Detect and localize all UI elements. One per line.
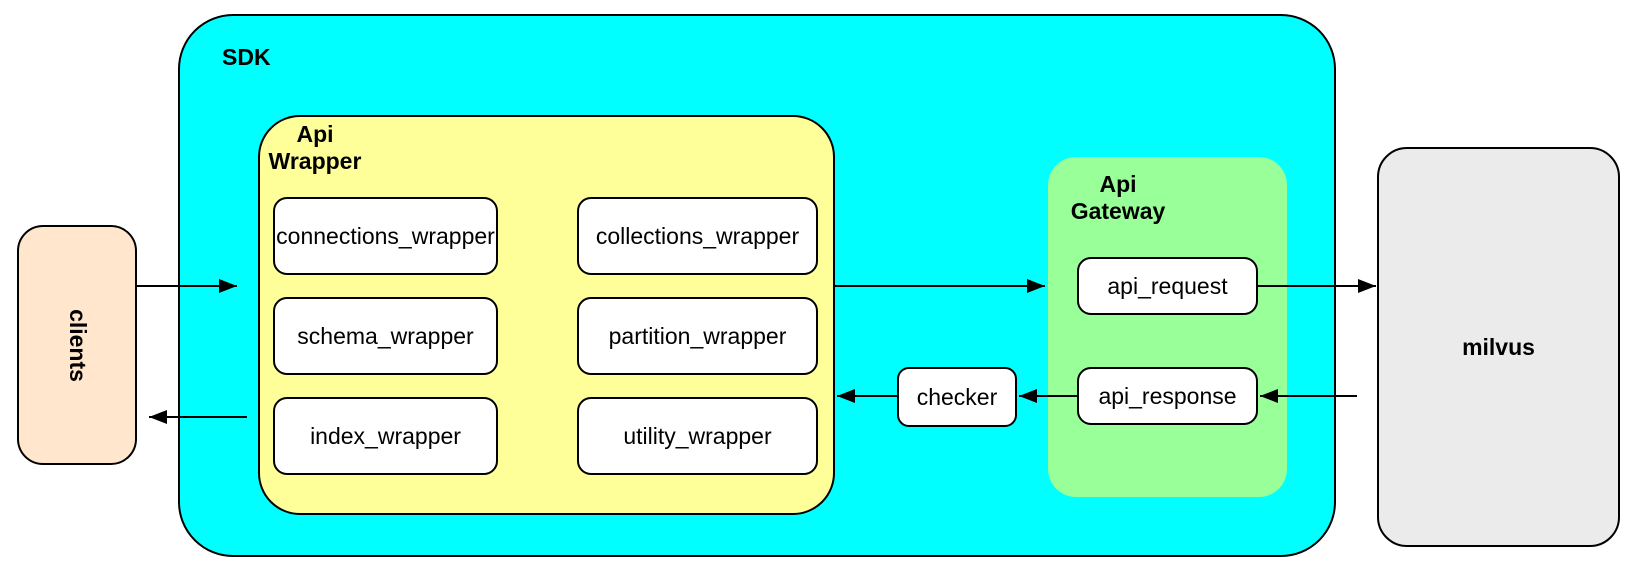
api-wrapper-group: Api Wrapper connections_wrapper collecti… xyxy=(258,115,835,515)
utility-wrapper-label: utility_wrapper xyxy=(623,422,772,449)
api-gateway-label: Api Gateway xyxy=(1070,171,1166,224)
api-response-label: api_response xyxy=(1098,382,1237,409)
sdk-group: SDK Api Wrapper connections_wrapper coll… xyxy=(178,14,1336,557)
checker-label: checker xyxy=(916,383,998,410)
clients-node: clients xyxy=(17,225,137,465)
api-response-node: api_response xyxy=(1077,367,1258,425)
partition-wrapper-node: partition_wrapper xyxy=(577,297,818,375)
partition-wrapper-label: partition_wrapper xyxy=(608,322,787,349)
schema-wrapper-label: schema_wrapper xyxy=(297,322,474,349)
connections-wrapper-node: connections_wrapper xyxy=(273,197,498,275)
connections-wrapper-label: connections_wrapper xyxy=(276,222,495,249)
clients-label: clients xyxy=(64,308,91,382)
index-wrapper-node: index_wrapper xyxy=(273,397,498,475)
index-wrapper-label: index_wrapper xyxy=(310,422,461,449)
collections-wrapper-label: collections_wrapper xyxy=(595,222,800,249)
collections-wrapper-node: collections_wrapper xyxy=(577,197,818,275)
checker-node: checker xyxy=(897,367,1017,427)
api-gateway-group: Api Gateway api_request api_response xyxy=(1048,157,1287,497)
api-request-node: api_request xyxy=(1077,257,1258,315)
milvus-node: milvus xyxy=(1377,147,1620,547)
sdk-label: SDK xyxy=(222,44,271,70)
api-wrapper-label: Api Wrapper xyxy=(268,121,362,174)
api-request-label: api_request xyxy=(1107,272,1228,299)
milvus-label: milvus xyxy=(1462,333,1535,360)
utility-wrapper-node: utility_wrapper xyxy=(577,397,818,475)
schema-wrapper-node: schema_wrapper xyxy=(273,297,498,375)
